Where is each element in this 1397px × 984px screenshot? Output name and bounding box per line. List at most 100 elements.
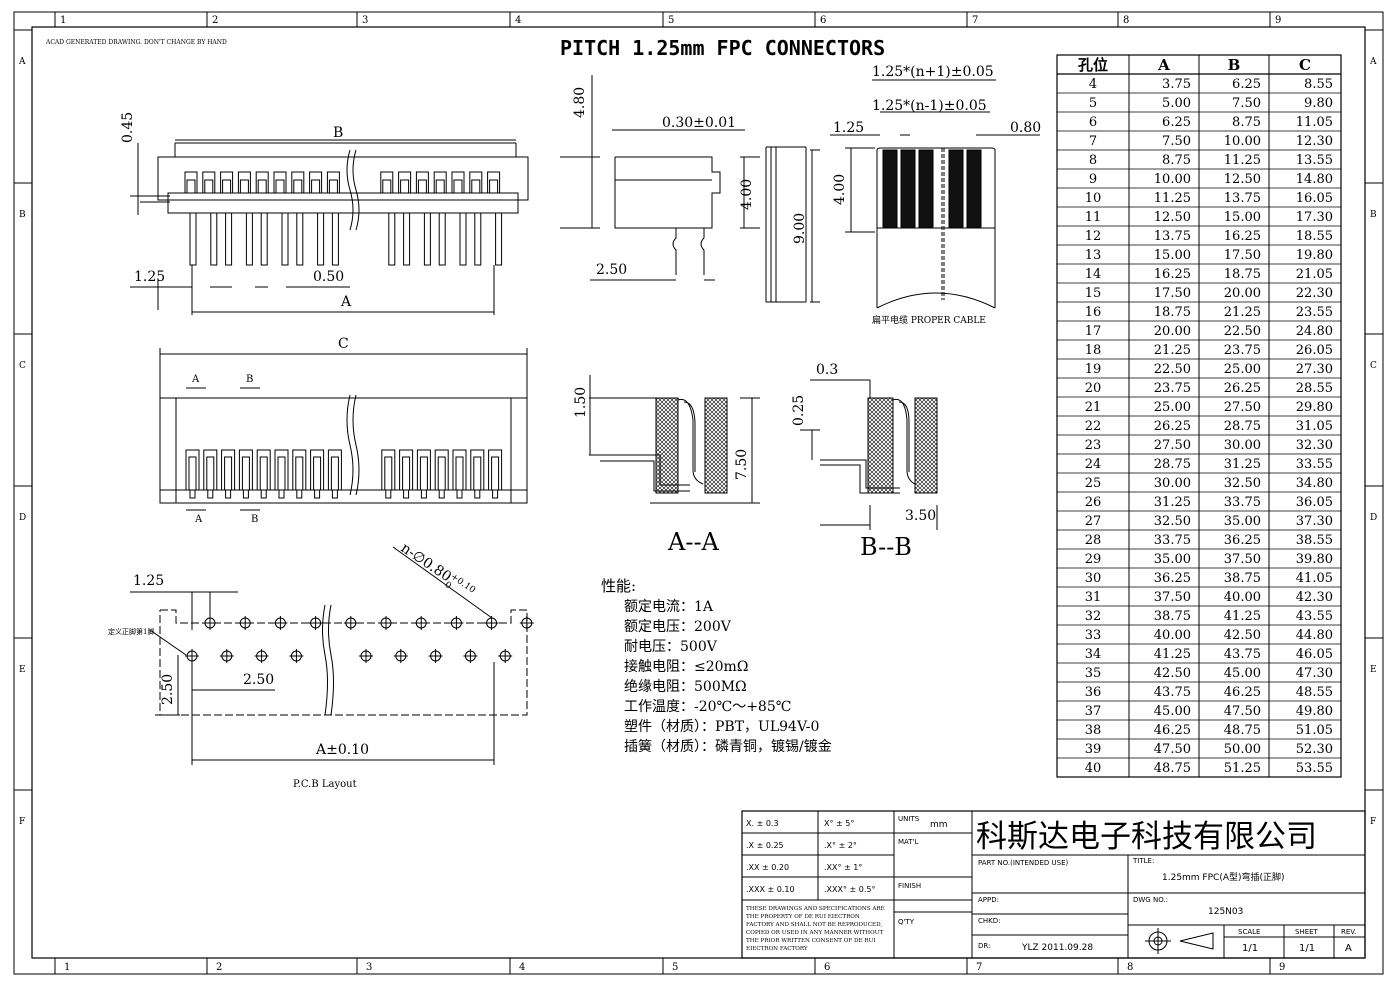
- contact-slot: [327, 449, 342, 491]
- table-cell: 23.75: [1224, 343, 1261, 358]
- contact-slot: [274, 449, 289, 491]
- table-cell: 41.25: [1224, 609, 1261, 624]
- table-cell: 43.55: [1296, 609, 1333, 624]
- scale-value: 1/1: [1242, 943, 1258, 954]
- chkd-label: CHKD:: [978, 917, 1001, 925]
- contact-pin: [245, 212, 253, 266]
- contact-slot: [399, 449, 414, 491]
- dim-4-00-side: 4.00: [739, 179, 755, 210]
- scale-label: SCALE: [1238, 928, 1260, 936]
- row-label-left: D: [19, 513, 26, 523]
- pin1-label: 定义正脚第1脚: [108, 627, 154, 636]
- table-cell: 30.00: [1224, 438, 1261, 453]
- sheet-label: SHEET: [1295, 928, 1319, 936]
- col-label-top: 5: [668, 15, 674, 26]
- dim-0-45: 0.45: [120, 112, 136, 143]
- table-cell: 10: [1085, 191, 1102, 206]
- table-cell: 31.25: [1224, 457, 1261, 472]
- table-cell: 44.80: [1296, 628, 1333, 643]
- appd-label: APPD:: [978, 896, 999, 904]
- contact-pin: [317, 212, 325, 266]
- table-cell: 50.00: [1224, 742, 1261, 757]
- table-cell: 48.55: [1296, 685, 1333, 700]
- col-label-bottom: 5: [672, 962, 678, 973]
- rev-label: REV.: [1341, 928, 1356, 936]
- section-a-a: [589, 375, 760, 504]
- contact-slot-inner: [239, 179, 249, 194]
- contact-pin: [189, 212, 197, 266]
- title-block: [741, 810, 1366, 959]
- dr-value: YLZ 2011.09.28: [1021, 943, 1093, 953]
- table-header: 孔位: [1078, 56, 1108, 74]
- table-cell: 38.75: [1154, 609, 1191, 624]
- contact-slot-inner: [491, 456, 500, 491]
- cable-conductor: [900, 149, 916, 229]
- row-label-left: B: [19, 210, 26, 220]
- dim-4-00-cable: 4.00: [832, 174, 848, 205]
- col-label-bottom: 3: [366, 962, 372, 973]
- table-cell: 39: [1085, 742, 1102, 757]
- row-label-left: E: [19, 665, 26, 675]
- col-label-top: 2: [212, 15, 218, 26]
- contact-tail: [225, 489, 232, 499]
- contact-slot-inner: [188, 456, 197, 491]
- contact-slot-inner: [313, 456, 322, 491]
- bottom-view: [159, 348, 528, 511]
- cable-conductor: [966, 149, 982, 229]
- contact-slot-inner: [204, 179, 214, 194]
- col-label-bottom: 1: [64, 962, 70, 973]
- table-cell: 13.75: [1154, 229, 1191, 244]
- table-cell: 25: [1085, 476, 1102, 491]
- table-cell: 40.00: [1224, 590, 1261, 605]
- row-label-left: C: [19, 361, 26, 371]
- table-cell: 35: [1085, 666, 1102, 681]
- row-label-right: D: [1370, 513, 1377, 523]
- table-cell: 51.05: [1296, 723, 1333, 738]
- table-cell: 8: [1089, 153, 1097, 168]
- table-cell: 10.00: [1224, 134, 1261, 149]
- table-cell: 11.05: [1296, 115, 1333, 130]
- table-cell: 33.55: [1296, 457, 1333, 472]
- table-cell: 25.00: [1154, 400, 1191, 415]
- spec-line: 绝缘电阻：500MΩ: [624, 679, 747, 695]
- table-cell: 17: [1085, 324, 1102, 339]
- row-label-left: A: [18, 57, 26, 67]
- table-cell: 13.75: [1224, 191, 1261, 206]
- table-cell: 28.55: [1296, 381, 1333, 396]
- table-cell: 26: [1085, 495, 1102, 510]
- table-header: A: [1157, 56, 1170, 74]
- col-label-bottom: 4: [519, 962, 525, 973]
- table-cell: 16: [1085, 305, 1102, 320]
- qty-label: Q'TY: [898, 918, 915, 926]
- table-cell: 11.25: [1154, 191, 1191, 206]
- cable-label: 扁平电缆 PROPER CABLE: [872, 314, 986, 326]
- contact-slot-inner: [295, 456, 304, 491]
- dwg-label: DWG NO.:: [1133, 896, 1168, 904]
- contact-slot-inner: [275, 179, 285, 194]
- row-label-right: F: [1370, 817, 1376, 827]
- table-cell: 16.25: [1224, 229, 1261, 244]
- dim-0-80: 0.80: [1010, 120, 1041, 136]
- dim-0-25: 0.25: [791, 395, 807, 426]
- dim-1-50: 1.50: [573, 387, 589, 418]
- table-cell: 10.00: [1154, 172, 1191, 187]
- table-cell: 31: [1085, 590, 1102, 605]
- spec-line: 额定电流：1A: [624, 599, 714, 615]
- table-cell: 39.80: [1296, 552, 1333, 567]
- spec-line: 塑件（材质）：PBT，UL94V-0: [624, 719, 819, 735]
- table-cell: 28: [1085, 533, 1102, 548]
- contact-slot-inner: [186, 179, 196, 194]
- table-cell: 40.00: [1154, 628, 1191, 643]
- table-cell: 19.80: [1296, 248, 1333, 263]
- table-cell: 22.50: [1154, 362, 1191, 377]
- contact-slot: [452, 449, 467, 491]
- table-cell: 5.00: [1162, 96, 1191, 111]
- table-cell: 38.75: [1224, 571, 1261, 586]
- table-cell: 32: [1085, 609, 1102, 624]
- table-cell: 41.05: [1296, 571, 1333, 586]
- section-b-b: [800, 379, 938, 530]
- table-cell: 32.50: [1154, 514, 1191, 529]
- table-cell: 23.55: [1296, 305, 1333, 320]
